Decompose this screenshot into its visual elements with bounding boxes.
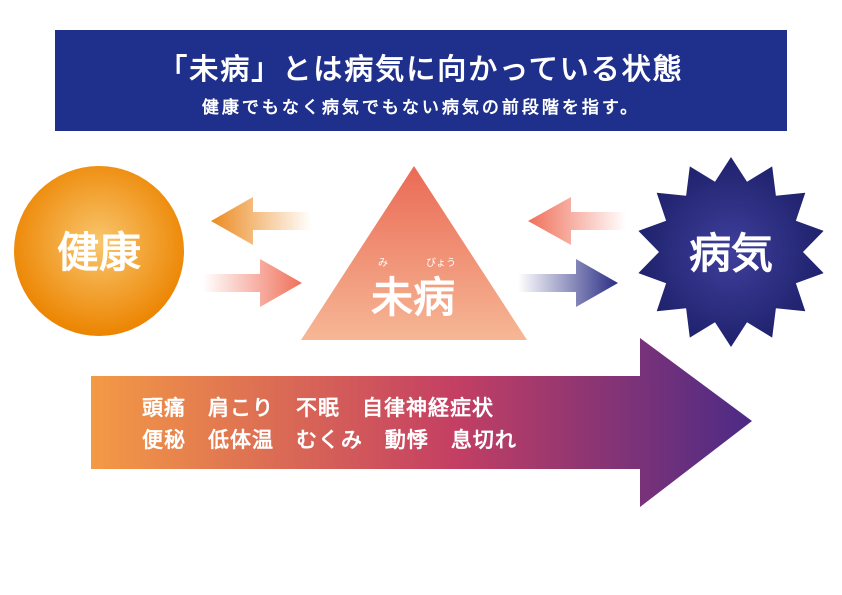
triangle-icon: [301, 166, 527, 340]
arrow-to-illness: [518, 259, 618, 307]
symptoms-arrow: [91, 338, 752, 507]
banner-background: [55, 30, 787, 131]
illness-label: 病気: [689, 229, 773, 278]
ruby-byou: びょう: [426, 257, 456, 269]
ruby-mi: み: [378, 258, 388, 269]
arrow-from-health: [203, 259, 302, 307]
arrow-from-illness: [528, 197, 626, 245]
health-label: 健康: [57, 228, 141, 277]
sun-circle-icon: [14, 166, 184, 336]
banner-subtitle: 健康でもなく病気でもない病気の前段階を指す。: [202, 97, 640, 118]
starburst-icon: [638, 157, 824, 347]
symptoms-line-2: 便秘 低体温 むくみ 動悸 息切れ: [142, 428, 517, 452]
arrow-to-health: [211, 197, 311, 245]
mibyou-label: 未病: [371, 273, 455, 322]
banner-title: 「未病」とは病気に向かっている状態: [158, 52, 684, 86]
symptoms-line-1: 頭痛 肩こり 不眠 自律神経症状: [142, 396, 494, 420]
